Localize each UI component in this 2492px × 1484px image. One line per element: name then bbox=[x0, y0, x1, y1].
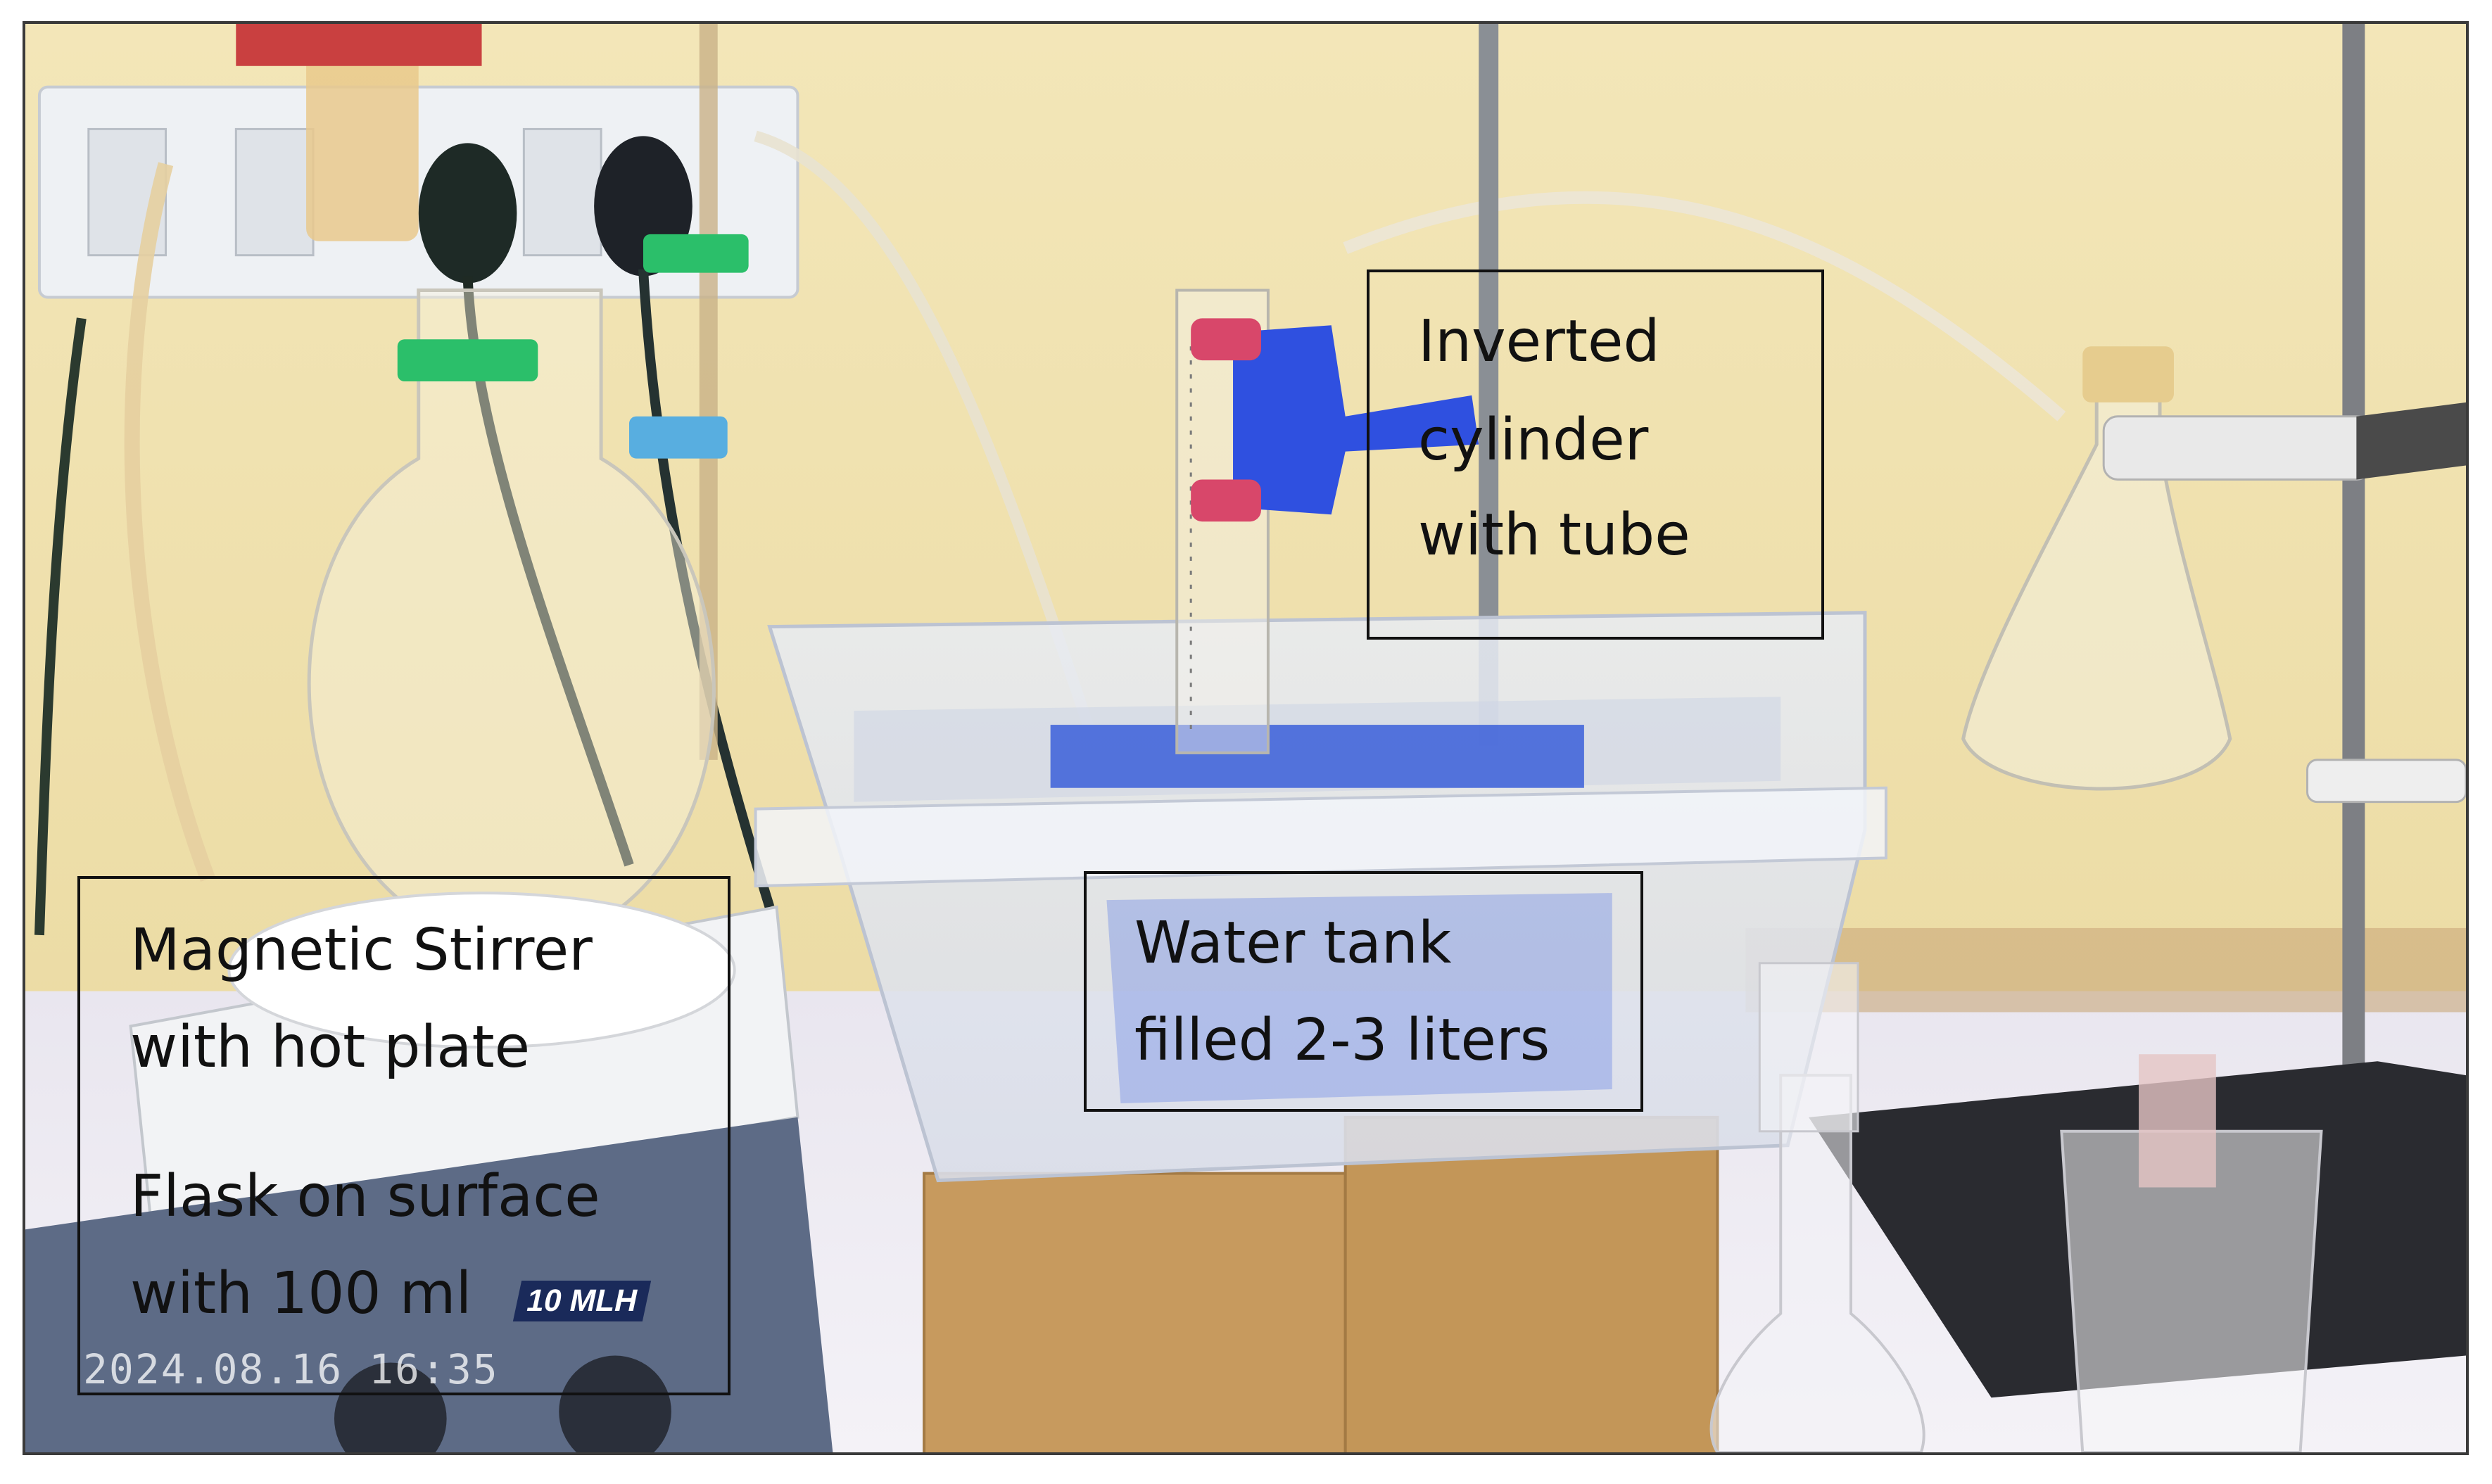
cable bbox=[638, 269, 775, 909]
tube bbox=[754, 130, 1099, 741]
cable bbox=[34, 317, 87, 936]
flask-stopper bbox=[2082, 346, 2174, 402]
red-clamp-pad bbox=[1191, 318, 1261, 361]
plug bbox=[418, 143, 517, 284]
tank-blue-tint bbox=[1106, 893, 1612, 1103]
flask-clamp bbox=[2102, 415, 2372, 481]
red-clamp-pad bbox=[1191, 479, 1261, 522]
inverted-cylinder-label-line: cylinder bbox=[1418, 407, 1649, 474]
magnetic-stirrer-label-box bbox=[77, 876, 730, 1395]
stirrer-knob bbox=[334, 1362, 447, 1452]
paper-strip bbox=[2139, 1054, 2216, 1188]
tube bbox=[124, 162, 215, 882]
lab-scene-illustration bbox=[25, 24, 2466, 1452]
water-tank-label-line: filled 2-3 liters bbox=[1134, 1007, 1550, 1074]
top-clamp bbox=[236, 24, 482, 66]
cardboard-box bbox=[1343, 1115, 1719, 1452]
magnetic-stirrer-label-line: Flask on surface bbox=[130, 1163, 600, 1230]
inverted-cylinder-label-box bbox=[1367, 269, 1824, 640]
submerged-support bbox=[1050, 725, 1584, 788]
tank-rim bbox=[754, 786, 1887, 888]
green-clamp bbox=[397, 339, 538, 381]
stand-rod bbox=[2342, 24, 2365, 1146]
lab-setup-photo bbox=[23, 21, 2469, 1455]
stirrer-knob bbox=[559, 1355, 671, 1452]
cardboard-box bbox=[923, 1172, 1347, 1452]
inverted-cylinder-label-line: Inverted bbox=[1418, 308, 1660, 375]
beaker bbox=[2060, 1129, 2323, 1452]
hot-plate bbox=[227, 892, 736, 1049]
power-switch bbox=[234, 127, 315, 257]
magnetic-stirrer-label-line: Magnetic Stirrer bbox=[130, 917, 593, 984]
water-tank-label-line: Water tank bbox=[1134, 910, 1452, 977]
small-beaker bbox=[1758, 962, 1859, 1133]
blue-cylinder-clamp bbox=[1233, 325, 1479, 515]
inverted-cylinder-label-line: with tube bbox=[1418, 502, 1690, 569]
clamp-bracket bbox=[2356, 402, 2466, 480]
blue-clamp bbox=[629, 416, 728, 459]
power-switch bbox=[522, 127, 602, 257]
magnetic-stirrer-label-line: with hot plate bbox=[130, 1014, 531, 1081]
water-tank-label-box bbox=[1084, 871, 1643, 1112]
tube bbox=[1343, 191, 2066, 421]
magnetic-stirrer-label-line: with 100 ml bbox=[130, 1260, 472, 1327]
stopper bbox=[306, 44, 419, 241]
ring-clamp bbox=[2306, 759, 2466, 804]
green-clamp bbox=[643, 234, 749, 273]
funnel bbox=[1709, 1074, 1925, 1452]
photo-timestamp: 2024.08.16 16:35 bbox=[83, 1345, 499, 1393]
